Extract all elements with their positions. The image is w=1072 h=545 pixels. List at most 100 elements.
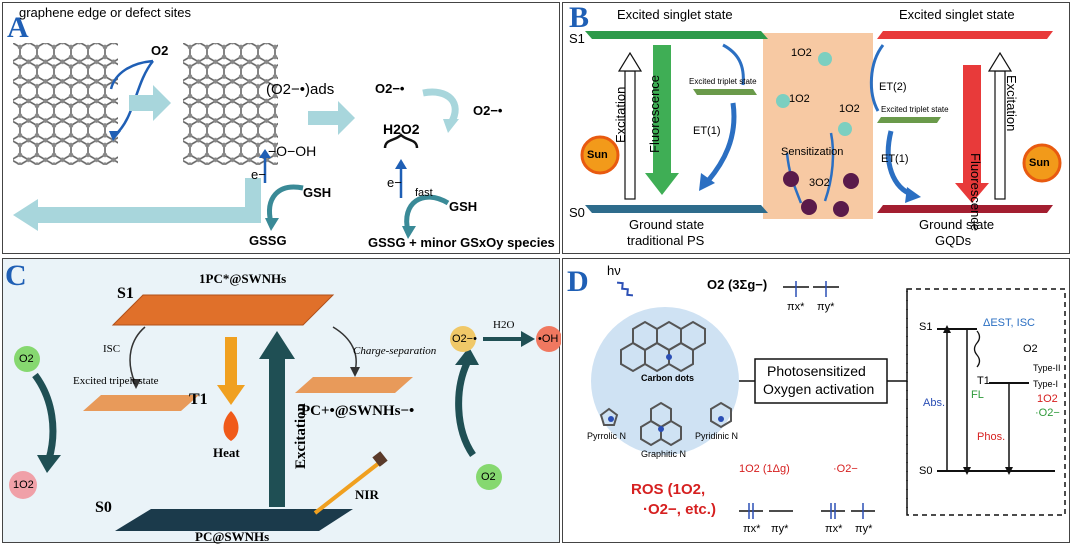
o2-right-label: O2 — [481, 471, 496, 483]
phos-label: Phos. — [977, 431, 1006, 443]
panel-d: D hν O2 (3Σg−) πx* πy* Carbon dots Pyrro… — [562, 258, 1070, 543]
panel-a: A graphene edge or defect sites O2 (O2−•… — [2, 2, 560, 254]
triplet-o2-sphere-3 — [801, 199, 817, 215]
fast-label: fast — [415, 187, 433, 199]
o2-label: O2 — [151, 43, 169, 58]
triplet-o2-sphere-1 — [783, 171, 799, 187]
excitation-arrow-right — [987, 51, 1013, 72]
pc-plate — [295, 377, 413, 393]
panel-c: C 1PC*@SWNHs S1 ISC Excited tripelt stat… — [2, 258, 561, 544]
panel-c-letter: C — [5, 259, 27, 292]
panel-b: B Excited singlet state Excited singlet … — [562, 1, 1070, 254]
piy-label-2: πy* — [771, 523, 789, 535]
s1-left-label: Excited singlet state — [617, 7, 733, 22]
big-arrow-right — [129, 85, 171, 121]
super-label: ·O2− — [833, 463, 858, 475]
sun-right — [1022, 143, 1062, 183]
pyrrolic-label: Pyrrolic N — [587, 431, 627, 441]
excitation-label: Excitation — [293, 403, 309, 469]
sens-arrow-2 — [823, 132, 835, 202]
t1-plate — [83, 395, 199, 411]
o2-ads-label: (O2−•)ads — [266, 81, 335, 98]
s0-label: S0 — [569, 205, 585, 220]
flame-icon — [223, 411, 239, 441]
panel-c-graphics — [9, 294, 561, 531]
panel-b-letter: B — [569, 1, 590, 34]
et1-left-label: ET(1) — [693, 125, 721, 137]
ground-left-1: Ground state — [629, 217, 705, 232]
triplet-o2-label: 3O2 — [809, 177, 830, 189]
carbon-dot-molecule — [620, 320, 706, 373]
et1-right-label: ET(1) — [881, 153, 909, 165]
triplet-left-label: Excited triplet state — [689, 77, 757, 86]
out-o2m-label: ·O2− — [1035, 407, 1060, 419]
panel-a-letter: A — [7, 11, 29, 44]
s1-label: S1 — [117, 285, 134, 302]
s1-label: S1 — [919, 321, 933, 333]
hv-wave — [616, 281, 634, 297]
pix-label-2: πx* — [743, 523, 761, 535]
charge-sep-label: Charge-separation — [353, 345, 437, 357]
superoxide-sphere — [450, 326, 476, 352]
gsh-label-2: GSH — [449, 199, 478, 214]
panel-d-letter: D — [567, 265, 589, 298]
s0-plate-right — [877, 205, 1053, 213]
ros-label-2: ·O2−, etc.) — [643, 501, 716, 518]
isc-label: ISC — [103, 343, 121, 355]
graphitic-label: Graphitic N — [641, 449, 687, 459]
excitation-left-label: Excitation — [613, 86, 628, 143]
pc-label: PC+•@SWNHs−• — [301, 403, 415, 419]
t1-label: T1 — [977, 375, 990, 387]
gsh-label-1: GSH — [303, 185, 332, 200]
superoxide-arrow — [422, 88, 459, 125]
sun-left — [580, 135, 620, 175]
box-label-2: Oxygen activation — [763, 381, 875, 397]
o2-dot-label: O2−• — [375, 81, 405, 96]
e-label-1: e− — [251, 167, 266, 182]
graphene-sheet-1 — [13, 43, 118, 165]
isc-arrow-left — [722, 43, 745, 86]
fl-label: FL — [971, 389, 984, 401]
pyrrolic-n-ring — [599, 407, 619, 426]
singlet-o2-sphere — [9, 471, 37, 499]
big-arrow-middle — [308, 101, 355, 135]
e-label-2: e− — [387, 175, 402, 190]
o2-minus-label: O2−• — [473, 103, 503, 118]
pyridinic-n-ring — [710, 401, 732, 429]
type2-label: Type-II — [1033, 363, 1061, 373]
pix-label-3: πx* — [825, 523, 843, 535]
o2-left-label: O2 — [19, 353, 34, 365]
o2-sphere-right — [476, 464, 502, 490]
et1-arrow-left — [706, 102, 737, 183]
piy-label: πy* — [817, 301, 835, 313]
fluorescence-arrow-left — [645, 173, 679, 195]
ground-right-1: Ground state — [919, 217, 995, 232]
abs-label: Abs. — [923, 397, 946, 409]
triplet-o2-sphere-4 — [833, 201, 849, 217]
ground-left-2: traditional PS — [627, 233, 705, 248]
jablonski-box — [906, 288, 1066, 516]
triplet-right-label: Excited triplet state — [881, 105, 949, 114]
return-loop — [33, 178, 261, 223]
s1-plate-right — [877, 31, 1053, 39]
out-1o2-label: 1O2 — [1037, 393, 1058, 405]
sensitization-label: Sensitization — [781, 146, 844, 158]
pyridinic-label: Pyridinic N — [695, 431, 739, 441]
nir-label: NIR — [355, 487, 379, 502]
o2-arrow-upper — [109, 59, 154, 90]
activation-box — [754, 358, 888, 404]
triplet-o2-sphere-2 — [843, 173, 859, 189]
type1-label: Type-I — [1033, 379, 1059, 389]
dest-label: ΔEST, ISC — [983, 317, 1035, 329]
ground-right-2: GQDs — [935, 233, 972, 248]
oh-label: •OH — [538, 333, 559, 345]
excitation-arrow — [259, 331, 295, 359]
t1-label: T1 — [189, 391, 208, 408]
charge-sep-arrow — [332, 326, 357, 372]
singlet-o2-sphere-1 — [818, 52, 832, 66]
sun-left-label: Sun — [587, 149, 608, 161]
gssg-label-1: GSSG — [249, 233, 287, 248]
top-label: 1PC*@SWNHs — [199, 271, 287, 286]
h2o-label: H2O — [493, 319, 515, 331]
brace — [383, 133, 419, 149]
